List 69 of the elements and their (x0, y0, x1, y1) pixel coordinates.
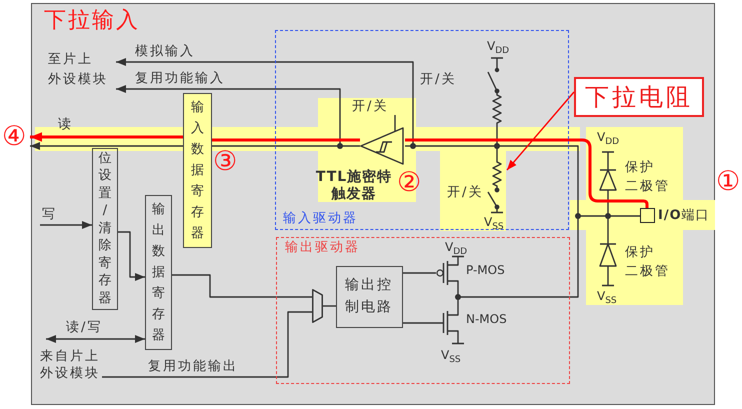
component-label: N-MOS (466, 311, 507, 327)
wire (403, 322, 440, 324)
callout-box: 下拉电阻 (574, 77, 704, 117)
wire (496, 146, 498, 159)
callout-number: ③ (213, 147, 238, 177)
diode-symbol (598, 150, 618, 196)
wire (413, 145, 497, 147)
wire (172, 274, 312, 298)
arrow (30, 142, 183, 150)
transistor-symbol (436, 254, 464, 286)
wire (497, 145, 579, 216)
edge-label: 读 (58, 117, 73, 133)
signal-path-line (405, 138, 648, 208)
component-label: 保护二极管 (625, 244, 671, 281)
callout-number: ② (397, 168, 422, 198)
supply-label: V$_{SS}$ (597, 288, 617, 304)
dashed-frame (275, 30, 569, 230)
wire (102, 311, 312, 378)
multiplexer-symbol (312, 288, 322, 322)
wire (458, 216, 579, 298)
supply-label: V$_{SS}$ (441, 347, 461, 363)
edge-label: 写 (42, 207, 57, 223)
leader-arrow (506, 92, 575, 170)
frame-label: 输入驱动器 (283, 211, 358, 227)
wire (608, 215, 640, 217)
peripheral-label: 来自片上外设模块 (40, 339, 102, 384)
wire (578, 215, 608, 217)
pin-label: I/O端口 (658, 208, 710, 224)
frame-label: 输出驱动器 (285, 240, 360, 256)
component-label: TTL施密特触发器 (314, 169, 394, 203)
register-box: 位设置/清除寄存器 (92, 148, 118, 310)
diagram-title: 下拉输入 (44, 8, 140, 34)
io-pad (640, 208, 655, 223)
arrow (40, 221, 92, 229)
dashed-frame (276, 237, 570, 384)
component-label: P-MOS (466, 262, 505, 278)
supply-label: V$_{DD}$ (445, 239, 468, 255)
schmitt-trigger-symbol (360, 114, 404, 166)
wire (607, 196, 609, 216)
switch-label: 开/关 (447, 185, 484, 201)
supply-label: V$_{DD}$ (487, 38, 510, 54)
supply-label: V$_{SS}$ (484, 214, 504, 230)
edge-label: 读/写 (66, 320, 102, 336)
wire (607, 216, 609, 236)
edge-label: 模拟输入 (135, 44, 195, 60)
wire (405, 145, 413, 147)
arrow (116, 58, 414, 146)
component-label: 保护二极管 (625, 159, 671, 196)
circuit-block: 输出控制电路 (336, 266, 402, 328)
switch-label: 开/关 (352, 99, 388, 115)
wire (457, 287, 459, 297)
arrow (118, 231, 145, 281)
supply-label: V$_{DD}$ (597, 129, 620, 145)
signal-path-arrow (30, 132, 183, 142)
transistor-symbol (440, 308, 464, 346)
diode-symbol (598, 236, 618, 288)
register-box: 输入数据寄存器 (183, 93, 212, 248)
edge-label: 复用功能输出 (148, 359, 238, 375)
register-box: 输出数据寄存器 (145, 195, 172, 350)
wire (496, 128, 498, 146)
callout-number: ① (716, 167, 740, 197)
signal-path-line (212, 138, 360, 142)
arrow (46, 335, 145, 343)
peripheral-label: 至片上外设模块 (48, 50, 116, 90)
switch-label: 开/关 (420, 72, 456, 88)
wire (457, 297, 459, 309)
callout-number: ④ (2, 122, 30, 152)
wire (323, 305, 336, 307)
wire (403, 272, 436, 274)
